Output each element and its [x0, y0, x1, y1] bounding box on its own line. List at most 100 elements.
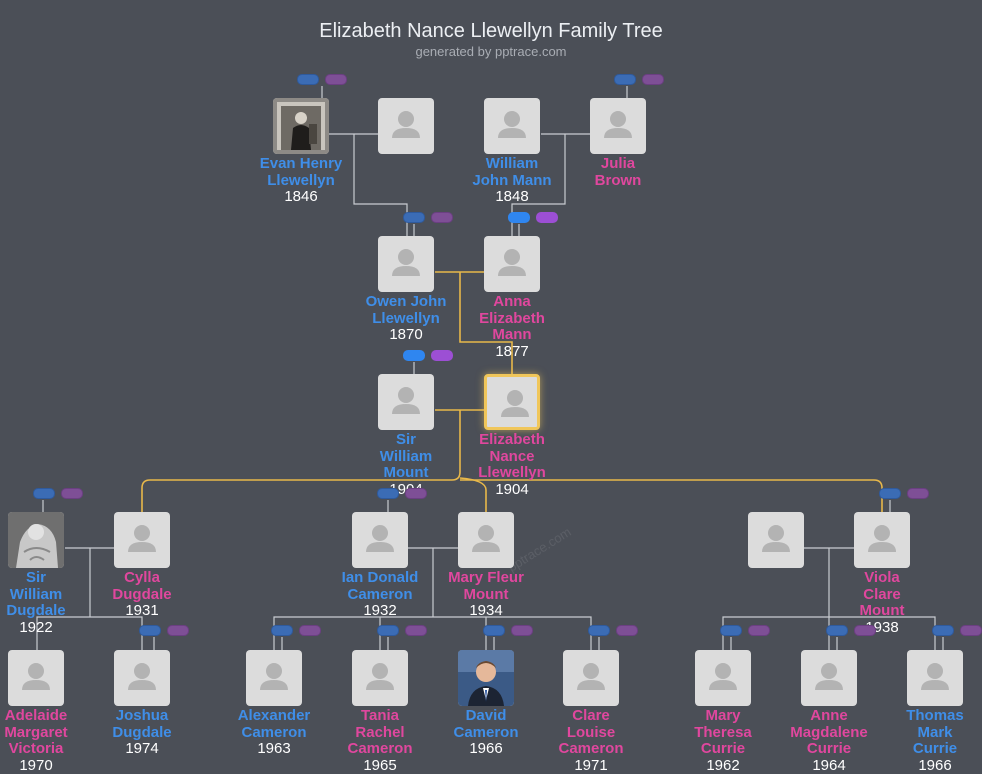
show-father-toggle[interactable] — [508, 212, 530, 223]
show-mother-toggle[interactable] — [325, 74, 347, 85]
avatar[interactable] — [378, 236, 434, 292]
avatar[interactable] — [378, 98, 434, 154]
show-mother-toggle[interactable] — [61, 488, 83, 499]
birth-year: 1971 — [574, 756, 608, 774]
birth-year: 1932 — [363, 602, 397, 619]
show-mother-toggle[interactable] — [960, 625, 982, 636]
avatar[interactable] — [352, 512, 408, 568]
avatar[interactable] — [378, 374, 434, 430]
show-father-toggle[interactable] — [588, 625, 610, 636]
show-father-toggle[interactable] — [720, 625, 742, 636]
birth-year: 1922 — [19, 618, 53, 636]
person-silhouette-icon — [921, 663, 949, 690]
person-name-line: Cameron — [453, 723, 519, 741]
avatar[interactable] — [458, 650, 514, 706]
avatar[interactable] — [114, 512, 170, 568]
show-mother-toggle[interactable] — [907, 488, 929, 499]
show-mother-toggle[interactable] — [748, 625, 770, 636]
page-title: Elizabeth Nance Llewellyn Family Tree — [319, 20, 663, 42]
avatar[interactable] — [8, 512, 64, 568]
show-mother-toggle[interactable] — [511, 625, 533, 636]
avatar[interactable] — [8, 650, 64, 706]
person-name-line: William — [9, 585, 63, 603]
avatar[interactable] — [484, 374, 540, 430]
person-name-line: John Mann — [472, 171, 552, 189]
show-father-toggle[interactable] — [139, 625, 161, 636]
show-father-toggle[interactable] — [879, 488, 901, 499]
avatar[interactable] — [352, 650, 408, 706]
show-father-toggle[interactable] — [377, 625, 399, 636]
avatar[interactable] — [114, 650, 170, 706]
person-silhouette-icon — [22, 663, 50, 690]
show-mother-toggle[interactable] — [536, 212, 558, 223]
show-father-toggle[interactable] — [932, 625, 954, 636]
avatar[interactable] — [590, 98, 646, 154]
show-mother-toggle[interactable] — [642, 74, 664, 85]
birth-year: 1965 — [363, 756, 397, 774]
person-name-line: Julia — [600, 155, 636, 172]
person-silhouette-icon — [709, 663, 737, 690]
avatar[interactable] — [748, 512, 804, 568]
avatar[interactable] — [484, 98, 540, 154]
avatar[interactable] — [246, 650, 302, 706]
show-father-toggle[interactable] — [483, 625, 505, 636]
avatar[interactable] — [907, 650, 963, 706]
person-name-line: Currie — [806, 740, 852, 757]
birth-year: 1904 — [495, 480, 529, 498]
avatar[interactable] — [854, 512, 910, 568]
person-name-line: Margaret — [4, 723, 68, 741]
show-father-toggle[interactable] — [271, 625, 293, 636]
avatar[interactable] — [273, 98, 329, 154]
person-name-line: Cylla — [124, 569, 160, 586]
person-silhouette-icon — [498, 249, 526, 276]
show-mother-toggle[interactable] — [431, 350, 453, 361]
person-name-line: Mary Fleur — [448, 569, 524, 586]
show-father-toggle[interactable] — [403, 350, 425, 361]
show-mother-toggle[interactable] — [431, 212, 453, 223]
show-father-toggle[interactable] — [297, 74, 319, 85]
avatar[interactable] — [458, 512, 514, 568]
show-mother-toggle[interactable] — [616, 625, 638, 636]
avatar[interactable] — [695, 650, 751, 706]
birth-year: 1966 — [918, 756, 952, 774]
show-mother-toggle[interactable] — [167, 625, 189, 636]
show-father-toggle[interactable] — [614, 74, 636, 85]
person-name-line: William — [379, 447, 433, 465]
show-father-toggle[interactable] — [826, 625, 848, 636]
show-mother-toggle[interactable] — [299, 625, 321, 636]
show-father-toggle[interactable] — [403, 212, 425, 223]
birth-year: 1870 — [389, 326, 423, 343]
person-silhouette-icon — [472, 525, 500, 552]
show-father-toggle[interactable] — [377, 488, 399, 499]
show-father-toggle[interactable] — [33, 488, 55, 499]
show-mother-toggle[interactable] — [854, 625, 876, 636]
show-mother-toggle[interactable] — [405, 488, 427, 499]
avatar[interactable] — [801, 650, 857, 706]
modern-portrait-photo — [458, 650, 514, 706]
avatar[interactable] — [484, 236, 540, 292]
person-name-line: Elizabeth — [479, 431, 545, 448]
show-mother-toggle[interactable] — [405, 625, 427, 636]
avatar[interactable] — [563, 650, 619, 706]
